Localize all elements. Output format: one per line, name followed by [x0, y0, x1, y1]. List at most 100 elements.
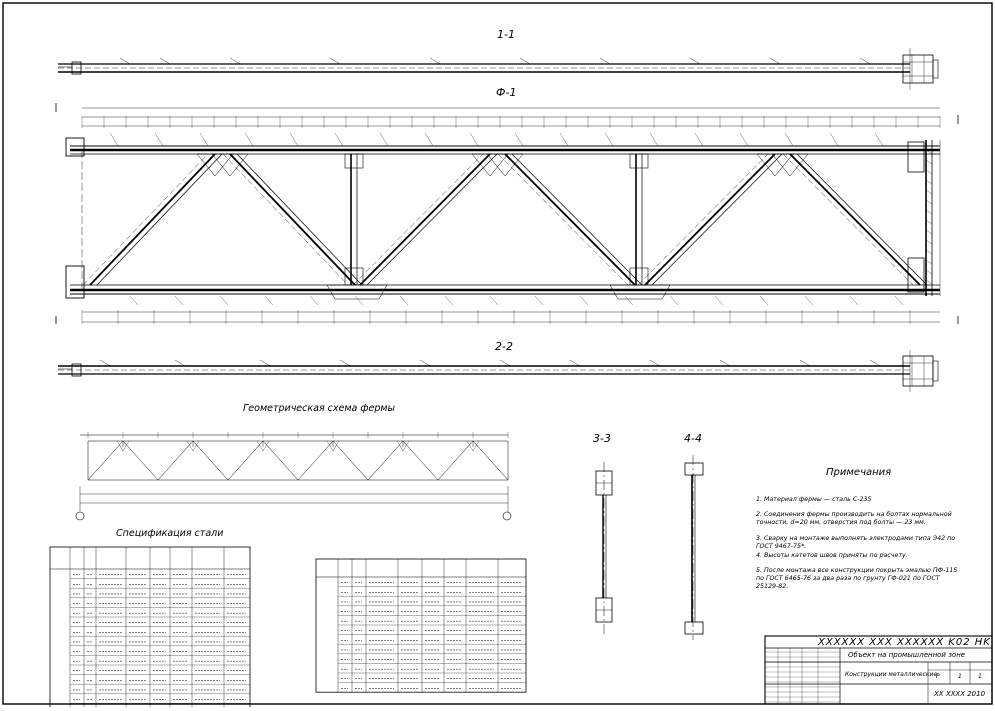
node-gusset [771, 153, 809, 177]
title-block-org: XX XXXX 2010 [934, 690, 986, 698]
drawing-line [489, 295, 499, 306]
drawing-line [925, 209, 933, 215]
view-1-1-label: 1-1 [497, 28, 515, 41]
title-block-sheets: 1 [978, 673, 982, 680]
drawing-line [472, 440, 509, 481]
drawing-line [82, 153, 209, 286]
drawing-line [759, 295, 769, 306]
node-gusset [486, 153, 524, 177]
drawing-line [159, 57, 171, 65]
title-block-sheet: 1 [958, 673, 962, 680]
drawing-line [925, 219, 933, 225]
note-2: 2. Соединения фермы производить на болта… [756, 511, 952, 526]
section-4-4 [684, 455, 704, 640]
drawing-line [419, 359, 431, 367]
drawing-line [396, 440, 404, 452]
drawing-line [326, 440, 334, 452]
drawing-line [96, 153, 223, 286]
drawing-line [154, 132, 164, 147]
note-3: 3. Сварку на монтаже выполнять электрода… [756, 535, 956, 550]
drawing-line [925, 279, 933, 285]
section-3-3 [595, 462, 613, 636]
drawing-line [869, 359, 881, 367]
drawing-line [332, 440, 369, 481]
drawing-line [229, 153, 356, 286]
drawing-line [925, 269, 933, 275]
drawing-line [264, 295, 274, 306]
title-block-stage: Р [936, 673, 940, 680]
drawing-line [116, 440, 124, 452]
drawing-line [511, 153, 643, 286]
drawing-line [332, 440, 340, 452]
drawing-line [769, 57, 781, 65]
drawing-line [222, 153, 349, 286]
drawing-line [599, 57, 611, 65]
title-block-code: XXXXXX XXX XXXXXX K02 HK [818, 637, 991, 648]
drawing-line [186, 440, 194, 452]
notes-heading: Примечания [826, 467, 892, 478]
drawing-line [334, 132, 344, 147]
drawing-line [429, 57, 441, 65]
drawing-line [649, 359, 661, 367]
title-block [764, 635, 993, 705]
drawing-line [925, 199, 933, 205]
drawing-line [925, 189, 933, 195]
table-frame [315, 558, 527, 693]
truss-elevation [55, 103, 959, 324]
drawing-line [192, 440, 200, 452]
drawing-line [227, 440, 264, 481]
drawing-line [784, 132, 794, 147]
drawing-line [649, 132, 659, 147]
gusset-plate [344, 153, 364, 169]
drawing-line [437, 440, 474, 481]
drawing-line [472, 440, 480, 452]
drawing-line [367, 440, 404, 481]
spec-table-2 [315, 558, 527, 693]
section-3-3-label: 3-3 [593, 432, 611, 445]
note-1: 1. Материал фермы — сталь С-235 [756, 496, 872, 503]
drawing-line [569, 359, 581, 367]
drawing-line [256, 440, 264, 452]
drawing-line [99, 359, 111, 367]
drawing-line [637, 153, 769, 286]
drawing-line [229, 57, 241, 65]
drawing-line [129, 295, 139, 306]
drawing-line [624, 295, 634, 306]
drawing-line [925, 169, 933, 175]
drawing-line [402, 440, 439, 481]
view-2-2-label: 2-2 [495, 340, 513, 353]
drawing-line [894, 295, 904, 306]
drawing-line [829, 132, 839, 147]
drawing-line [859, 57, 871, 65]
drawing-line [925, 159, 933, 165]
drawing-line [354, 295, 364, 306]
drawing-line [925, 149, 933, 155]
drawing-line [402, 440, 410, 452]
title-block-sheet-name: Конструкции металлические [845, 671, 938, 678]
drawing-line [514, 132, 524, 147]
drawing-line [174, 359, 186, 367]
drawing-line [739, 132, 749, 147]
drawing-line [789, 153, 921, 286]
drawing-line [119, 57, 131, 65]
drawing-line [89, 153, 216, 286]
node-gusset [326, 284, 388, 300]
drawing-line [399, 295, 409, 306]
view-1-1 [58, 48, 939, 90]
drawing-line [339, 359, 351, 367]
drawing-line [925, 179, 933, 185]
spec-table-1 [49, 546, 251, 711]
drawing-line [719, 359, 731, 367]
section-4-4-label: 4-4 [684, 432, 702, 445]
gusset-plate [629, 153, 649, 169]
drawing-line [799, 359, 811, 367]
note-4: 4. Высоты катетов швов приняты по расчет… [756, 552, 908, 559]
node-gusset [609, 284, 671, 300]
drawing-line [309, 295, 319, 306]
drawing-line [849, 295, 859, 306]
drawing-line [714, 295, 724, 306]
drawing-line [925, 259, 933, 265]
drawing-line [466, 440, 474, 452]
